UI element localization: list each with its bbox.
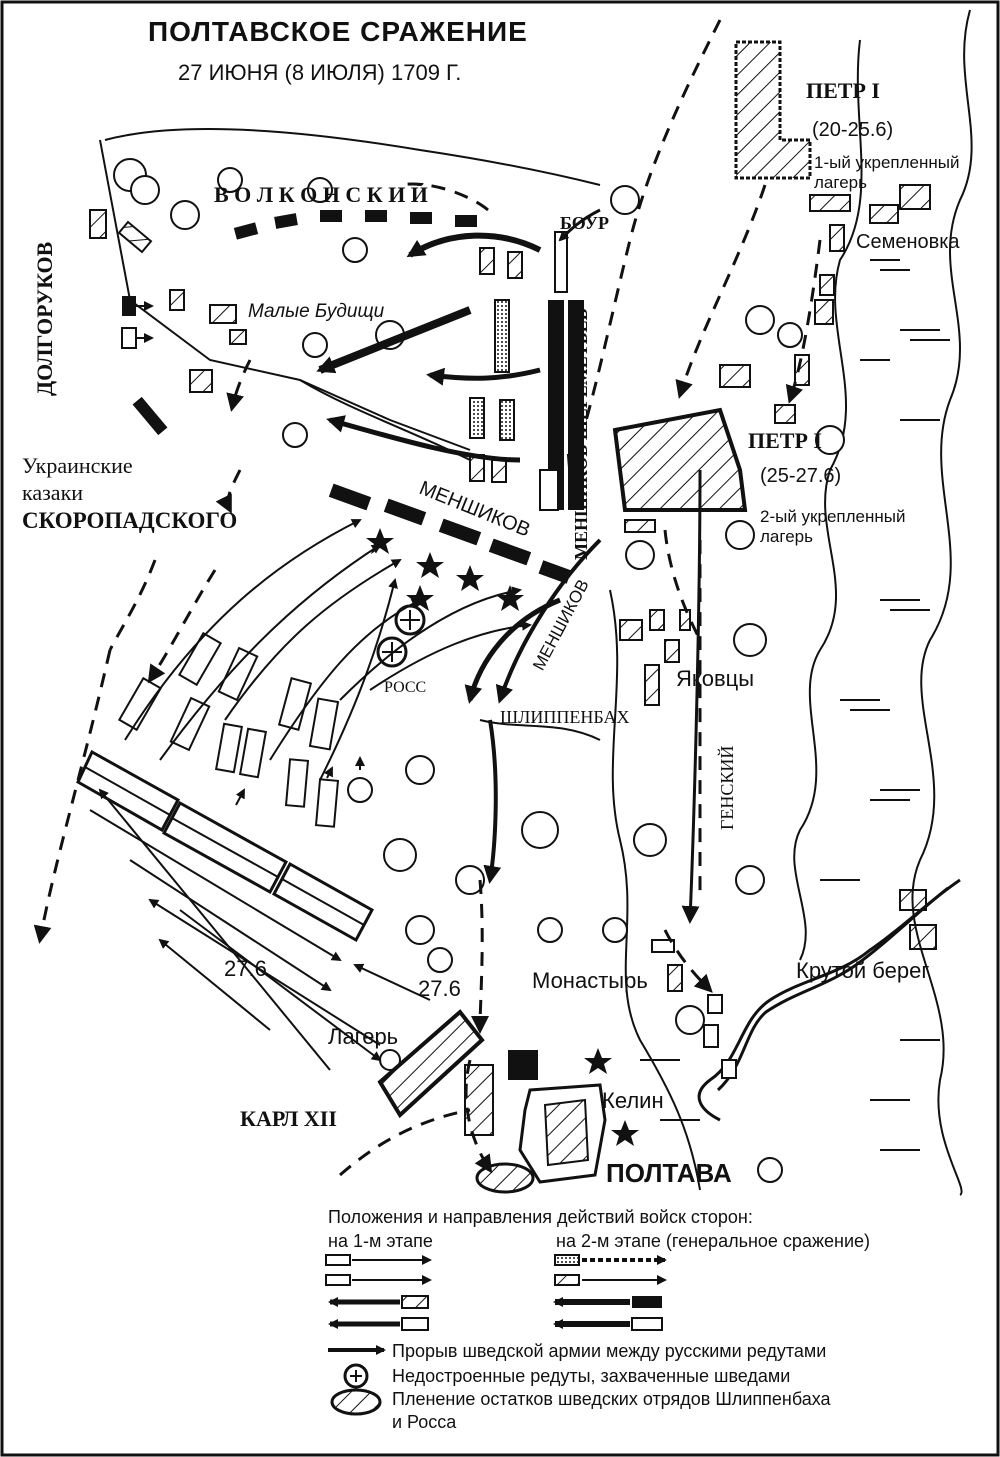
label-monastery: Монастырь	[532, 968, 648, 993]
label-malye-budishchi: Малые Будищи	[248, 301, 385, 322]
swedish-camp	[377, 1009, 485, 1119]
label-petr1-top-dates: (20-25.6)	[812, 119, 894, 141]
forest-blobs	[113, 158, 845, 1183]
russian-attack-arrows	[316, 208, 702, 924]
label-kelin: Келин	[602, 1088, 664, 1113]
legend-stage1: на 1-м этапе	[328, 1231, 433, 1251]
map-title: ПОЛТАВСКОЕ СРАЖЕНИЕ	[148, 16, 528, 47]
label-petr1-top: ПЕТР I	[806, 78, 880, 103]
label-ukr-cossacks-2: казаки	[22, 480, 84, 505]
legend-capture-1: Пленение остатков шведских отрядов Шлипп…	[392, 1389, 831, 1409]
label-poltava: ПОЛТАВА	[606, 1158, 732, 1188]
label-yakovtsy: Яковцы	[676, 666, 755, 691]
label-camp2: 2-ый укрепленный	[760, 507, 906, 526]
poltava-fortress	[464, 1050, 607, 1194]
menshikov-cavalry	[328, 483, 656, 584]
label-ukr-cossacks-1: Украинские	[22, 453, 133, 478]
petr1-camp1	[734, 40, 812, 180]
label-lager: Лагерь	[328, 1024, 399, 1049]
label-dolgorukov: ДОЛГОРУКОВ	[32, 241, 57, 396]
label-krutoy-bereg: Крутой берег	[796, 958, 930, 983]
meadow-marks	[640, 259, 950, 1151]
label-camp1: 1-ый укрепленный	[814, 153, 960, 172]
label-date-2: 27.6	[418, 976, 461, 1001]
label-menshikov-sheremetev: МЕНШИКОВ ШЕРЕМЕТЬЕВ	[571, 308, 591, 560]
swedish-attack-arrows	[89, 519, 532, 1071]
dolgorukov-units	[121, 296, 168, 436]
legend-capture-2: и Росса	[392, 1412, 457, 1432]
label-ukr-cossacks-3: СКОРОПАДСКОГО	[22, 508, 238, 533]
legend-heading: Положения и направления действий войск с…	[328, 1207, 753, 1227]
label-semenovka: Семеновка	[856, 231, 960, 253]
label-petr1-mid-dates: (25-27.6)	[760, 465, 842, 487]
volkonsky-units	[233, 210, 477, 240]
river-vorskla	[697, 878, 961, 1122]
label-petr1-mid: ПЕТР I	[748, 428, 822, 453]
label-gensky: ГЕНСКИЙ	[717, 745, 737, 830]
legend-breakthrough: Прорыв шведской армии между русскими ред…	[392, 1341, 827, 1361]
label-bour: БОУР	[560, 213, 609, 233]
label-ross: РОСС	[384, 679, 427, 696]
swedish-main-line	[76, 749, 375, 943]
label-camp1-b: лагерь	[814, 173, 867, 192]
label-volkonsky: В О Л К О Н С К И Й	[214, 182, 428, 207]
legend-redoubts: Недостроенные редуты, захваченные шведам…	[392, 1366, 791, 1386]
petr1-camp2	[612, 407, 748, 512]
terrain-lines	[99, 9, 973, 1196]
village-blocks	[89, 184, 937, 992]
label-date-1: 27.6	[224, 956, 267, 981]
legend-symbols	[325, 1254, 667, 1416]
label-shlippenbakh: ШЛИППЕНБАХ	[500, 707, 630, 727]
label-karl12: КАРЛ XII	[240, 1106, 337, 1131]
map-subtitle: 27 ИЮНЯ (8 ИЮЛЯ) 1709 Г.	[178, 60, 462, 85]
legend-stage2: на 2-м этапе (генеральное сражение)	[556, 1231, 870, 1251]
label-camp2-b: лагерь	[760, 527, 813, 546]
monastery-buildings	[651, 939, 737, 1079]
